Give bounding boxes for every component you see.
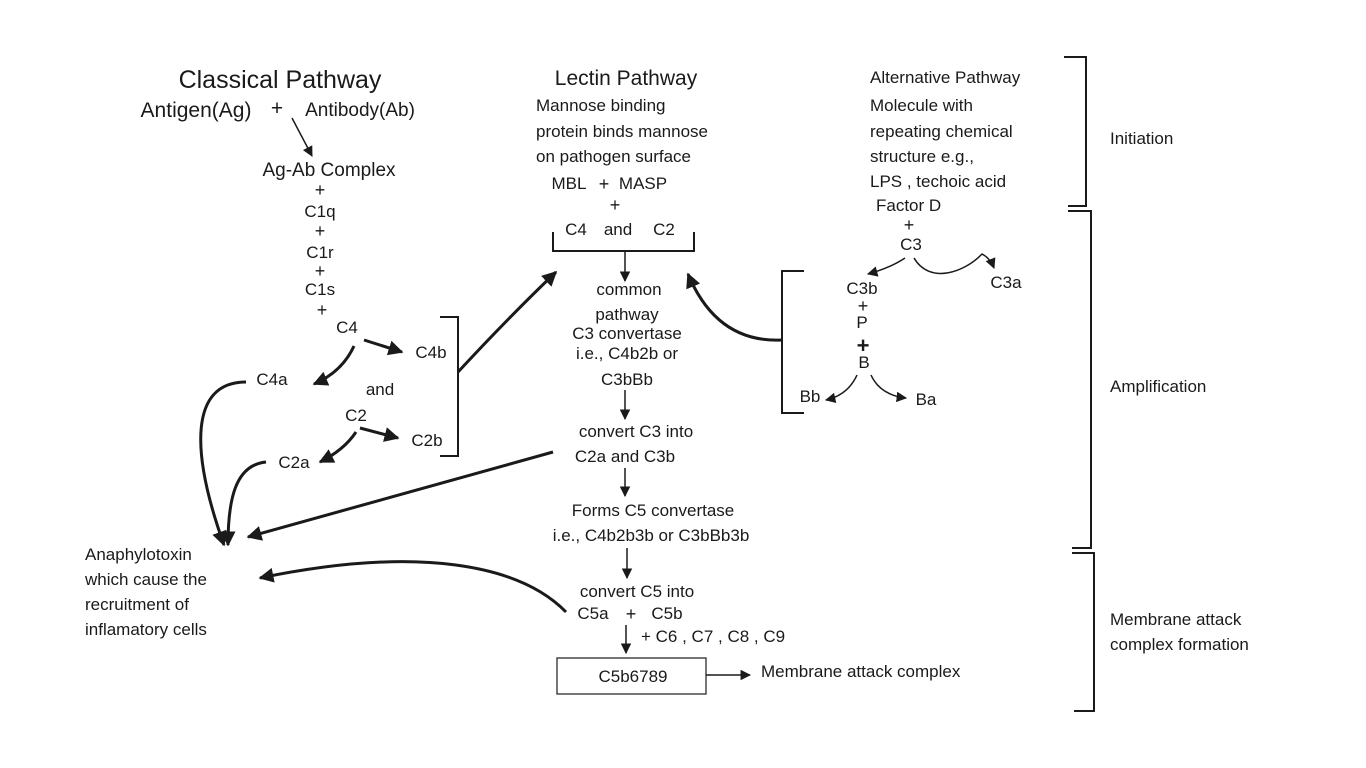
- arrow-c2-to-c2a: [318, 431, 358, 464]
- c2a-label: C2a: [278, 453, 310, 472]
- plus-antigen-antibody: +: [271, 97, 283, 120]
- plus-p-b: +: [857, 333, 870, 358]
- arrow-c4a-to-anaphylotoxin: [199, 380, 247, 547]
- lectin-c2-label: C2: [653, 220, 675, 239]
- c5-convertase-line-1: Forms C5 convertase: [572, 501, 735, 520]
- plus-c1s: +: [315, 261, 326, 281]
- alt-desc-line-3: structure e.g.,: [870, 147, 974, 166]
- c4a-label: C4a: [256, 370, 288, 389]
- lectin-desc-line-1: Mannose binding: [536, 96, 665, 115]
- amplification-label: Amplification: [1110, 377, 1206, 396]
- lectin-desc-line-3: on pathogen surface: [536, 147, 691, 166]
- plus-c1r: +: [315, 221, 326, 241]
- bb-label: Bb: [800, 387, 821, 406]
- plus-mbl-masp: +: [599, 174, 610, 194]
- plus-c1q: +: [315, 180, 326, 200]
- arrow-alt-to-common: [686, 272, 783, 342]
- c3b-label: C3b: [846, 279, 877, 298]
- c3a-label: C3a: [990, 273, 1022, 292]
- mac-formation-bracket: [1072, 552, 1095, 712]
- antibody-label: Antibody(Ab): [305, 100, 415, 121]
- c1q-label: C1q: [304, 202, 335, 221]
- c5-convertase-line-2: i.e., C4b2b3b or C3bBb3b: [553, 526, 750, 545]
- c6-c9-label: + C6 , C7 , C8 , C9: [641, 627, 785, 646]
- alt-c3-label: C3: [900, 235, 922, 254]
- initiation-bracket: [1064, 56, 1087, 207]
- c4b-label: C4b: [415, 343, 446, 362]
- lectin-c4-label: C4: [565, 220, 587, 239]
- classical-pathway-title: Classical Pathway: [179, 66, 382, 94]
- arrow-c5a-to-anaphylotoxin: [258, 560, 568, 614]
- arrow-to-complex: [291, 117, 313, 157]
- arrow-to-lectin-convergence: [456, 270, 558, 374]
- arrow-c3-to-c3b: [866, 257, 906, 277]
- arrow-b-to-bb: [824, 374, 858, 404]
- anaphylotoxin-line-2: which cause the: [84, 570, 207, 589]
- c2-label: C2: [345, 406, 367, 425]
- ag-ab-complex: Ag-Ab Complex: [262, 160, 396, 181]
- common-line-1: common: [596, 280, 661, 299]
- mac-box-label: C5b6789: [598, 667, 667, 686]
- c5a-label: C5a: [577, 604, 609, 623]
- alt-desc-line-5: Factor D: [876, 196, 941, 215]
- plus-c3b-p: +: [858, 296, 869, 316]
- anaphylotoxin-line-4: inflamatory cells: [85, 620, 207, 639]
- mac-box: [556, 657, 707, 695]
- c1r-label: C1r: [306, 243, 334, 262]
- arrow-c3-to-anaphylotoxin: [246, 450, 554, 541]
- c1s-label: C1s: [305, 280, 335, 299]
- plus-factor-d-c3: +: [904, 215, 915, 235]
- arrow-c4-to-c4a: [312, 345, 356, 386]
- anaphylotoxin-line-1: Anaphylotoxin: [85, 545, 192, 564]
- amplification-bracket: [1068, 210, 1092, 549]
- lectin-pathway-title: Lectin Pathway: [555, 67, 698, 90]
- ba-label: Ba: [916, 390, 937, 409]
- masp-label: MASP: [619, 174, 667, 193]
- arrow-c3-to-c3a: [913, 253, 996, 275]
- plus-c4-c2: +: [610, 195, 621, 215]
- arrow-c2a-to-anaphylotoxin: [220, 460, 267, 547]
- convert-c3-line-1: convert C3 into: [579, 422, 693, 441]
- alt-desc-line-2: repeating chemical: [870, 122, 1013, 141]
- convert-c3-line-2: C2a and C3b: [575, 447, 675, 466]
- common-line-2: pathway: [595, 305, 659, 324]
- alt-amplification-bracket: [781, 270, 804, 414]
- c2b-label: C2b: [411, 431, 442, 450]
- plus-c5a-c5b: +: [626, 604, 637, 624]
- initiation-label: Initiation: [1110, 129, 1173, 148]
- lectin-and-label: and: [604, 220, 632, 239]
- anaphylotoxin-line-3: recruitment of: [85, 595, 189, 614]
- mac-formation-label-line-2: complex formation: [1110, 635, 1249, 654]
- p-label: P: [856, 313, 867, 332]
- convert-c5-label: convert C5 into: [580, 582, 694, 601]
- c4-label: C4: [336, 318, 358, 337]
- common-line-5: C3bBb: [601, 370, 653, 389]
- c4b-c2b-bracket: [440, 316, 459, 457]
- mac-formation-label-line-1: Membrane attack: [1110, 610, 1242, 629]
- common-line-4: i.e., C4b2b or: [576, 344, 678, 363]
- arrow-c4-to-c4b: [363, 338, 404, 356]
- c5b-label: C5b: [651, 604, 682, 623]
- lectin-desc-line-2: protein binds mannose: [536, 122, 708, 141]
- b-label: B: [858, 353, 869, 372]
- mac-label: Membrane attack complex: [761, 662, 961, 681]
- plus-c4: +: [317, 300, 328, 320]
- alt-desc-line-4: LPS , techoic acid: [870, 172, 1006, 191]
- antigen-label: Antigen(Ag): [141, 99, 252, 122]
- lectin-c4-c2-bracket: [552, 232, 695, 252]
- alternative-pathway-title: Alternative Pathway: [870, 68, 1021, 87]
- arrow-c2-to-c2b: [359, 426, 400, 442]
- arrow-b-to-ba: [870, 374, 908, 403]
- common-line-3: C3 convertase: [572, 324, 682, 343]
- and-label-classical: and: [366, 380, 394, 399]
- mbl-label: MBL: [552, 174, 587, 193]
- alt-desc-line-1: Molecule with: [870, 96, 973, 115]
